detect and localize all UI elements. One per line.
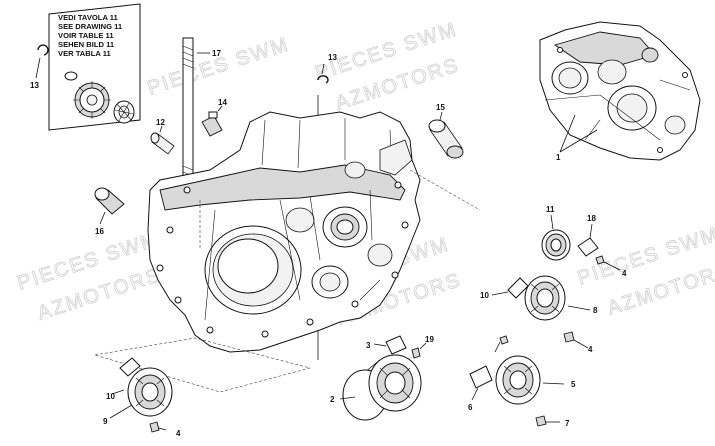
note-line-5: VER TABLA 11 [58,49,112,58]
lower-left-assembly [94,337,311,433]
label-18: 18 [587,214,596,223]
fitting-14 [201,105,223,137]
dowel-pin-12 [150,125,175,155]
part-labels: 1 2 3 4 4 4 5 6 7 8 9 10 10 11 12 13 13 … [30,49,627,438]
washer-icon [64,71,78,81]
bearing-5 [469,355,565,405]
bearing-8 [491,275,591,321]
needle-bearing-icon [113,100,135,124]
screw-4-upper [595,255,621,271]
note-line-2: SEE DRAWING 11 [58,22,123,31]
label-19: 19 [425,335,434,344]
reference-box: VEDI TAVOLA 11 SEE DRAWING 11 VOIR TABLE… [48,3,141,131]
label-8: 8 [593,306,598,315]
note-line-4: SEHEN BILD 11 [58,40,115,49]
label-4-lower: 4 [176,429,181,438]
circlip-13-left [35,44,49,79]
label-12: 12 [156,118,165,127]
gear-icon [73,81,111,119]
plate-18 [577,223,599,257]
label-14: 14 [218,98,227,107]
label-13-left: 13 [30,81,39,90]
label-16: 16 [95,227,104,236]
crankcase-assembly-1 [539,21,701,161]
label-17: 17 [212,49,221,58]
label-7: 7 [565,419,570,428]
screw-19 [411,342,427,359]
label-10-lower: 10 [106,392,115,401]
bushing-16 [94,187,125,225]
note-line-3: VOIR TABLE 11 [58,31,114,40]
bushing-15 [428,111,464,159]
retainer-3 [373,335,407,355]
label-3: 3 [366,341,371,350]
bearing-11 [541,214,571,261]
screw-7 [535,415,560,427]
label-15: 15 [436,103,445,112]
label-4-middle: 4 [588,345,593,354]
label-5: 5 [571,380,576,389]
label-2: 2 [330,395,335,404]
crankcase-half [147,111,421,353]
projection-lines [199,169,481,250]
label-9: 9 [103,417,108,426]
label-1: 1 [556,153,561,162]
note-line-1: VEDI TAVOLA 11 [58,13,119,22]
label-10-upper: 10 [480,291,489,300]
label-4-upper: 4 [622,269,627,278]
label-6: 6 [468,403,473,412]
bearing-2 [339,354,422,421]
screw-4-lower-left [149,421,160,433]
screw-4-bottom [494,335,509,353]
retainer-6 [469,365,493,389]
label-13-right: 13 [328,53,337,62]
retainer-10-lower [119,357,141,377]
screw-4-middle [563,331,589,349]
reference-box-frame [48,3,141,131]
label-11: 11 [546,205,555,214]
watermark-1: PIECES SWM [145,33,292,100]
